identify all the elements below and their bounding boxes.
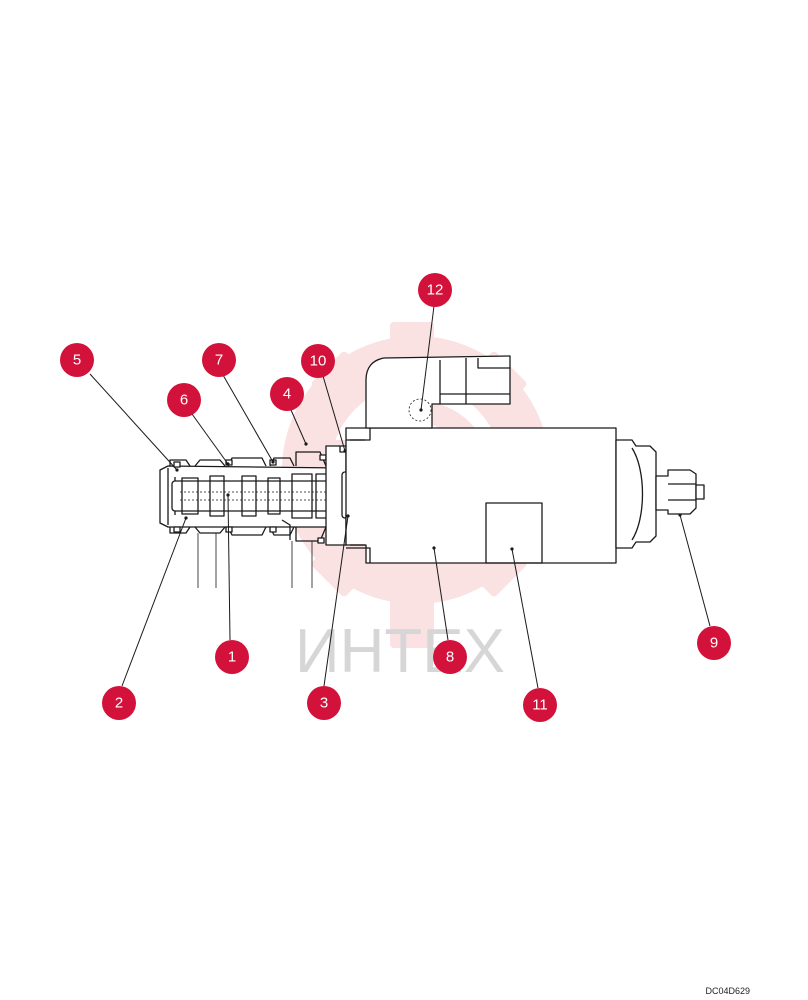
- callout-12-label: 12: [427, 282, 444, 299]
- callout-6-label: 6: [180, 392, 188, 409]
- callout-10-label: 10: [310, 353, 327, 370]
- callout-3: 3: [307, 686, 341, 720]
- callout-7: 7: [202, 343, 236, 377]
- callout-6: 6: [167, 383, 201, 417]
- solenoid-housing: [345, 355, 705, 564]
- callout-12: 12: [418, 273, 452, 307]
- leader-lines: [89, 305, 711, 689]
- callout-3-label: 3: [320, 695, 328, 712]
- callout-4-label: 4: [283, 386, 291, 403]
- callout-4: 4: [270, 377, 304, 411]
- callout-8: 8: [433, 640, 467, 674]
- callout-2: 2: [102, 686, 136, 720]
- callout-10: 10: [301, 344, 335, 378]
- callout-5-label: 5: [73, 352, 81, 369]
- callout-1-label: 1: [228, 649, 236, 666]
- callout-8-label: 8: [446, 649, 454, 666]
- drawing-code: DC04D629: [705, 986, 750, 996]
- callout-7-label: 7: [215, 352, 223, 369]
- callout-9-label: 9: [710, 635, 718, 652]
- callout-1: 1: [215, 640, 249, 674]
- watermark-text: ИНТЕХ: [295, 617, 505, 686]
- callout-11: 11: [523, 688, 557, 722]
- callout-2-label: 2: [115, 695, 123, 712]
- callout-9: 9: [697, 626, 731, 660]
- callout-11-label: 11: [532, 697, 548, 714]
- valve-cartridge: [159, 451, 351, 588]
- callout-5: 5: [60, 343, 94, 377]
